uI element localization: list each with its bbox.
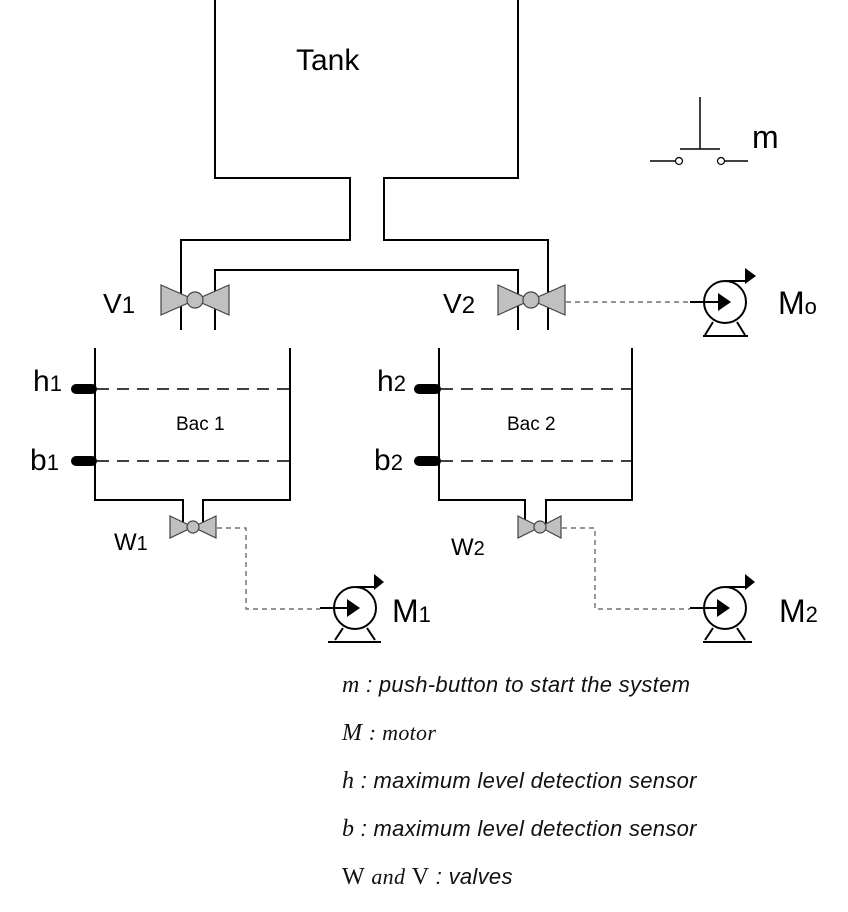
- valve-w1[interactable]: W1: [114, 515, 217, 556]
- tank-outlet-pipe-right: [383, 0, 549, 330]
- valve-icon: [497, 284, 566, 316]
- valve-icon: [160, 284, 230, 316]
- motor-m2-label: M2: [779, 593, 818, 629]
- legend-symbol: b: [342, 816, 355, 842]
- sensor-h2[interactable]: h2: [377, 365, 441, 398]
- valve-v2-label: V2: [443, 288, 475, 319]
- bac-1: Bac 1 h1 b1: [30, 348, 291, 530]
- motor-m1[interactable]: M1: [320, 574, 431, 643]
- legend-symbol: m: [342, 672, 360, 698]
- sensor-h1-icon: [71, 384, 97, 394]
- valve-v2[interactable]: V2: [443, 284, 566, 319]
- sensor-b2-label: b2: [374, 444, 403, 477]
- legend-symbol: W: [342, 864, 365, 890]
- legend-symbol: h: [342, 768, 355, 794]
- tank-outlet-pipe-left: [180, 0, 351, 330]
- legend-item-m: m : push-button to start the system: [342, 672, 697, 720]
- bac-1-wall-left: [94, 348, 184, 530]
- legend-text: : push-button to start the system: [366, 672, 691, 697]
- sensor-h2-label: h2: [377, 365, 406, 398]
- sensor-h1[interactable]: h1: [33, 365, 97, 398]
- legend-item-valves: W and V : valves: [342, 864, 697, 912]
- bac-2-wall-left: [438, 348, 526, 530]
- control-link-w1-m1: [217, 527, 320, 610]
- valve-icon: [517, 515, 562, 539]
- sensor-b1-label: b1: [30, 444, 59, 477]
- legend-text: : valves: [435, 864, 513, 889]
- legend-conjunction: and: [371, 864, 406, 889]
- legend-text: : motor: [368, 720, 437, 745]
- legend-text: : maximum level detection sensor: [360, 816, 697, 841]
- valve-w2[interactable]: W2: [451, 515, 562, 561]
- motor-m1-label: M1: [392, 593, 431, 629]
- motor-m2[interactable]: M2: [690, 574, 818, 643]
- valve-w1-label: W1: [114, 529, 148, 556]
- sensor-b1-icon: [71, 456, 97, 466]
- valve-icon: [169, 515, 217, 539]
- sensor-b2[interactable]: b2: [374, 444, 441, 477]
- tank-label: Tank: [296, 44, 360, 77]
- legend: m : push-button to start the system M : …: [342, 672, 697, 912]
- valve-w2-label: W2: [451, 534, 485, 561]
- motor-m0[interactable]: Mo: [690, 268, 817, 337]
- legend-symbol-2: V: [411, 864, 430, 890]
- valve-v1[interactable]: V1: [103, 284, 230, 319]
- legend-item-h: h : maximum level detection sensor: [342, 768, 697, 816]
- legend-symbol: M: [342, 720, 363, 746]
- bac-2-label: Bac 2: [507, 414, 556, 435]
- sensor-b2-icon: [414, 456, 441, 466]
- sensor-b1[interactable]: b1: [30, 444, 97, 477]
- legend-item-motor: M : motor: [342, 720, 697, 768]
- bac-1-label: Bac 1: [176, 414, 225, 435]
- valve-v1-label: V1: [103, 288, 135, 319]
- legend-text: : maximum level detection sensor: [360, 768, 697, 793]
- sensor-h2-icon: [414, 384, 441, 394]
- push-button-icon: [650, 97, 748, 166]
- push-button-label: m: [752, 119, 779, 155]
- motor-icon: [690, 574, 755, 643]
- bac-2-wall-right: [545, 348, 633, 530]
- push-button-m[interactable]: m: [650, 97, 779, 166]
- sensor-h1-label: h1: [33, 365, 62, 398]
- motor-icon: [690, 268, 756, 337]
- control-link-w2-m2: [562, 527, 690, 610]
- motor-icon: [320, 574, 384, 643]
- bac-2: Bac 2 h2 b2: [374, 348, 633, 530]
- main-tank: Tank: [180, 0, 549, 330]
- motor-m0-label: Mo: [778, 285, 817, 321]
- legend-item-b: b : maximum level detection sensor: [342, 816, 697, 864]
- bac-1-wall-right: [202, 348, 291, 530]
